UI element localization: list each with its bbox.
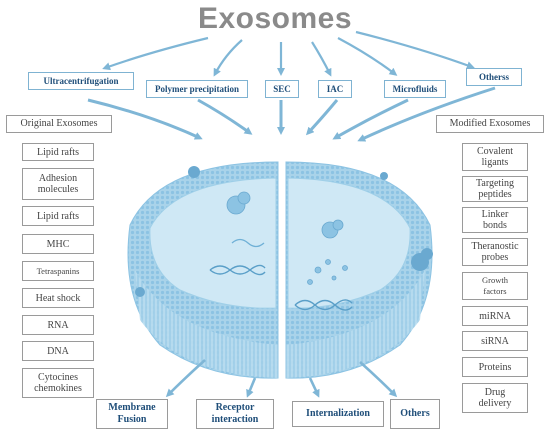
original-item: MHC [22,234,94,254]
original-item: Lipid rafts [22,206,94,226]
uptake-others: Others [390,399,440,429]
modified-item: Targeting peptides [462,176,528,202]
original-item: DNA [22,341,94,361]
uptake-membrane-fusion: Membrane Fusion [96,399,168,429]
modified-item: Theranostic probes [462,238,528,266]
modified-item: siRNA [462,331,528,351]
original-item: Adhesion molecules [22,168,94,200]
uptake-receptor-interaction: Receptor interaction [196,399,274,429]
method-polymer-precipitation: Polymer precipitation [146,80,248,98]
arrow-to-microfluids [337,37,398,76]
uptake-internalization: Internalization [292,401,384,427]
arrow-to-ultracentrifugation [102,36,209,71]
title-arrows [102,30,475,77]
original-exosomes-heading: Original Exosomes [6,115,112,133]
modified-item: Covalent ligants [462,143,528,171]
original-item: Tetraspanins [22,261,94,281]
modified-item: Drug delivery [462,383,528,413]
original-item: RNA [22,315,94,335]
method-others: Otherss [466,68,522,86]
modified-item: Linker bonds [462,207,528,233]
membrane-proteins [135,166,433,297]
dna-cargo-right [294,299,353,311]
original-item: Lipid rafts [22,143,94,161]
method-microfluids: Microfluids [384,80,446,98]
uptake-arrows [165,359,398,398]
modified-exosomes-heading: Modified Exosomes [436,115,544,133]
method-sec: SEC [265,80,299,98]
arrow-to-polymer [213,39,243,77]
original-item: Heat shock [22,288,94,308]
modified-item: Growth factors [462,272,528,300]
rna-cargo [231,238,265,248]
arrow-to-others [355,30,475,70]
modified-item: miRNA [462,306,528,326]
original-item: Cytocines chemokines [22,368,94,398]
method-iac: IAC [318,80,352,98]
method-arrows [87,86,496,142]
arrow-to-iac [311,41,332,77]
method-ultracentrifugation: Ultracentrifugation [28,72,134,90]
modified-item: Proteins [462,357,528,377]
exosome-vesicle [127,161,433,379]
protein-cargo [226,191,348,285]
diagram-title: Exosomes [197,2,353,35]
dna-cargo-left [209,264,266,276]
